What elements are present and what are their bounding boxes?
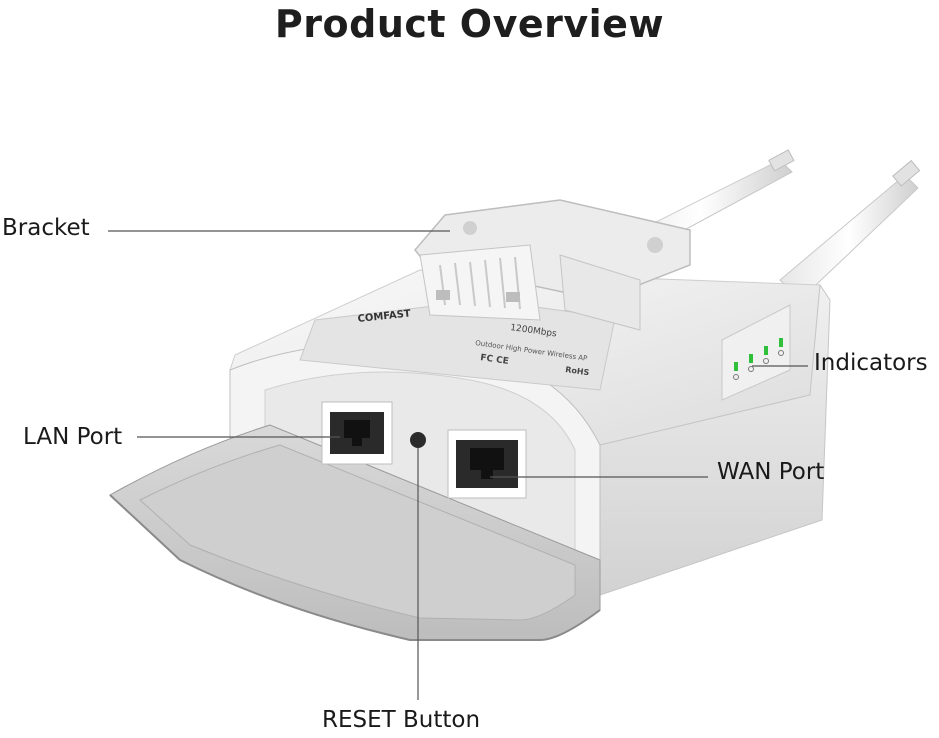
indicator-led (764, 346, 768, 355)
label-reset-button: RESET Button (322, 707, 481, 733)
cert-marks-text: FC CE (480, 353, 510, 367)
bracket (414, 199, 691, 331)
reset-button-hole (410, 432, 426, 448)
rohs-text: RoHS (565, 365, 590, 377)
page-title: Product Overview (274, 2, 665, 46)
indicator-led (779, 338, 783, 347)
port-cover (109, 424, 601, 641)
indicator-symbol-icon (733, 374, 739, 380)
wan-port (447, 429, 527, 499)
label-bracket: Bracket (2, 215, 90, 241)
label-indicators: Indicators (814, 350, 928, 376)
lan-port (321, 401, 393, 465)
leader-lines (108, 230, 808, 700)
indicator-panel (721, 304, 791, 401)
indicator-led (749, 354, 753, 363)
indicator-symbol-icon (763, 358, 769, 364)
indicator-symbol-icon (748, 366, 754, 372)
antenna-right (779, 159, 921, 301)
indicator-led (734, 362, 738, 371)
indicator-symbol-icon (778, 350, 784, 356)
label-plate: COMFAST 1200Mbps Outdoor High Power Wire… (299, 299, 616, 391)
label-wan-port: WAN Port (717, 459, 825, 485)
label-lan-port: LAN Port (23, 424, 123, 450)
